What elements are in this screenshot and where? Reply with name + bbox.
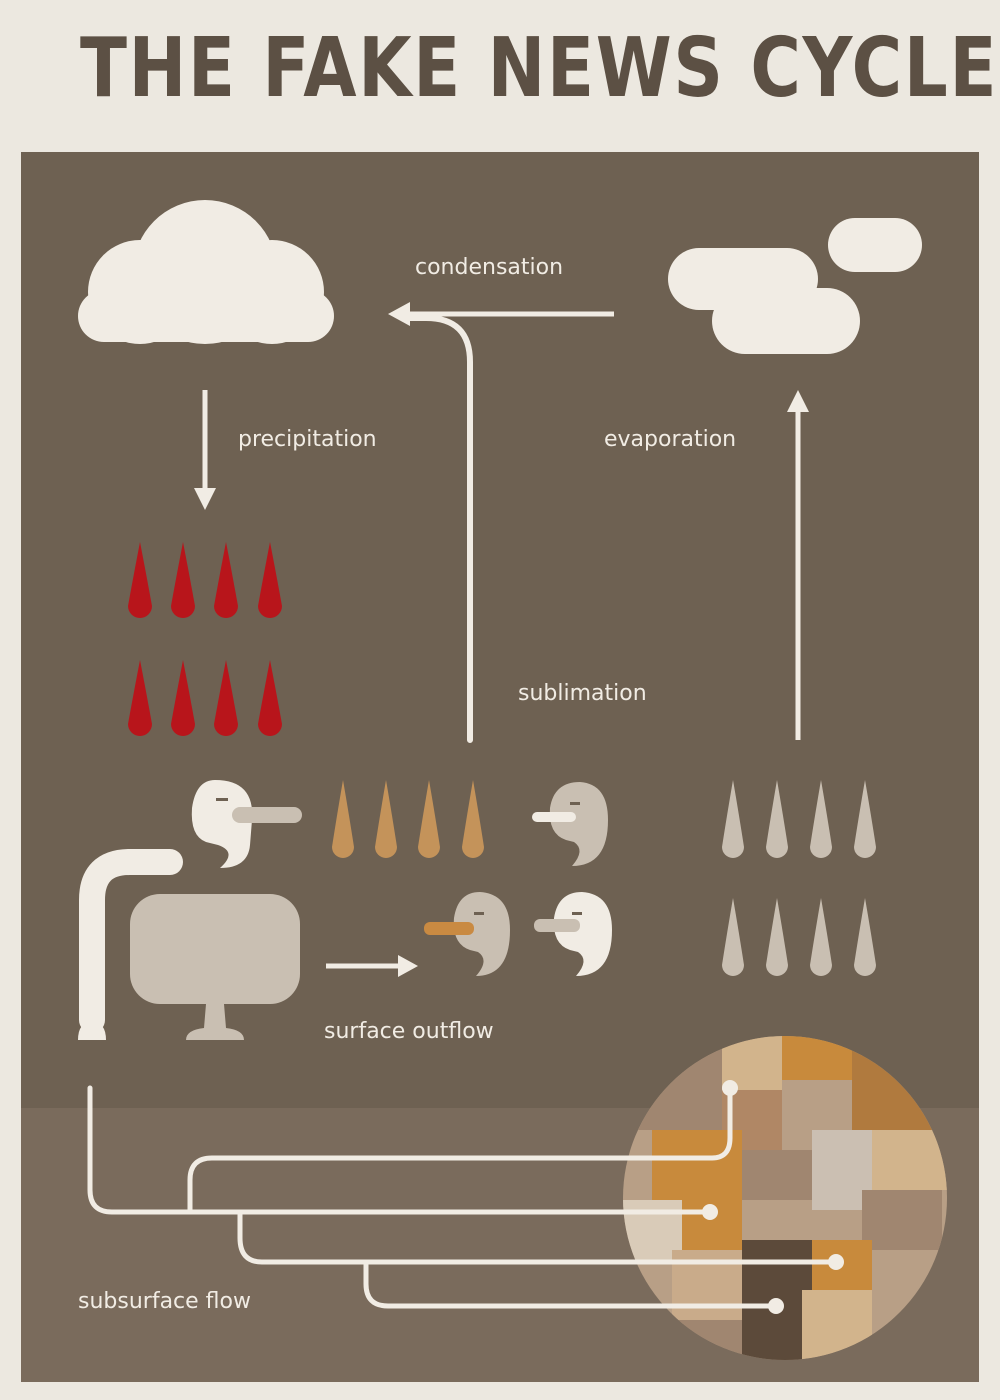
raindrop-icon	[766, 898, 788, 976]
raindrop-icon	[128, 660, 152, 736]
tv-screen-icon	[130, 894, 300, 1040]
raindrop-icon	[810, 898, 832, 976]
cloud-cluster-icon	[668, 218, 922, 354]
raindrop-icon	[171, 542, 195, 618]
liar-head-icon	[532, 782, 608, 866]
subsurface-flow-label: subsurface flow	[78, 1289, 251, 1314]
raindrop-icon	[722, 780, 744, 858]
raindrop-icon	[854, 780, 876, 858]
liar-head-icon	[191, 780, 302, 868]
raindrop-icon	[462, 780, 484, 858]
raindrop-icon	[375, 780, 397, 858]
tan-raindrops	[332, 780, 484, 858]
grey-raindrops	[722, 780, 876, 976]
raindrop-icon	[258, 660, 282, 736]
precipitation-arrow-icon	[194, 390, 216, 510]
condensation-arrow-icon	[388, 302, 614, 326]
raindrop-icon	[128, 542, 152, 618]
raindrop-icon	[332, 780, 354, 858]
raindrop-icon	[214, 542, 238, 618]
raindrop-icon	[854, 898, 876, 976]
raindrop-icon	[810, 780, 832, 858]
surface-outflow-label: surface outflow	[324, 1019, 494, 1044]
raindrop-icon	[418, 780, 440, 858]
pipe-hook-icon	[78, 849, 183, 1040]
condensation-label: condensation	[415, 255, 563, 280]
red-raindrops	[128, 542, 282, 736]
sublimation-label: sublimation	[518, 681, 647, 706]
liar-head-icon	[424, 892, 510, 976]
subsurface-flow-lines	[87, 1085, 835, 1309]
precipitation-label: precipitation	[238, 427, 377, 452]
raindrop-icon	[171, 660, 195, 736]
evaporation-label: evaporation	[604, 427, 736, 452]
raindrop-icon	[214, 660, 238, 736]
raindrop-icon	[722, 898, 744, 976]
raindrop-icon	[258, 542, 282, 618]
sublimation-arrow-icon	[407, 315, 473, 743]
surface-outflow-arrow-icon	[326, 955, 418, 977]
evaporation-arrow-icon	[787, 390, 809, 740]
page-title: THE FAKE NEWS CYCLE	[80, 21, 999, 116]
liar-head-icon	[534, 892, 612, 976]
cloud-icon	[78, 200, 334, 344]
flow-endpoint-dots	[702, 1080, 844, 1314]
raindrop-icon	[766, 780, 788, 858]
